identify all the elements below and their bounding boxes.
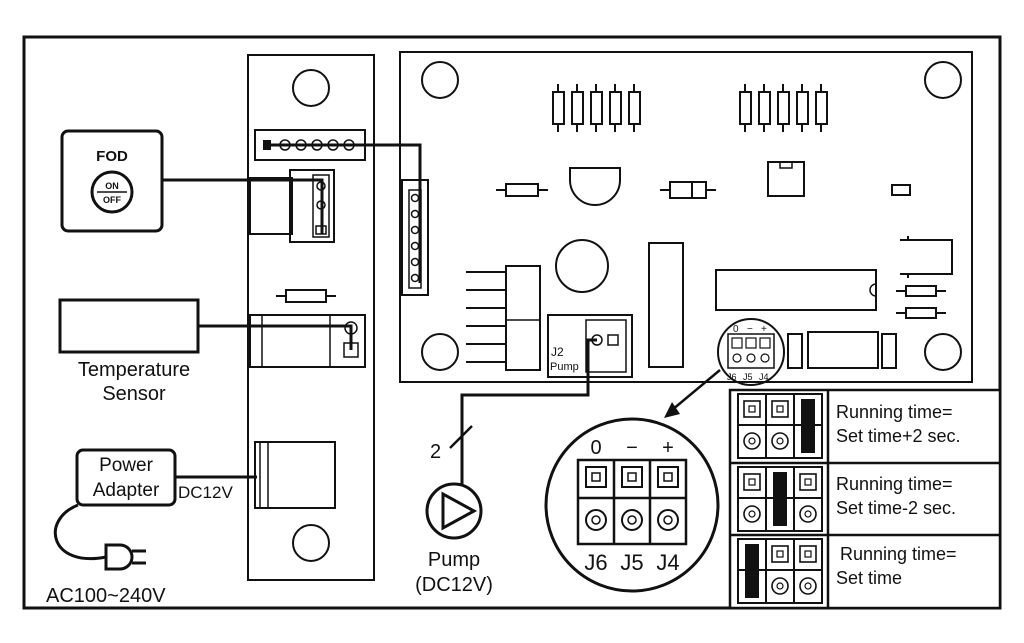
setting-0-line1: Running time=	[836, 402, 953, 422]
jumper-setting-0	[737, 393, 823, 459]
strip-to-board-wire	[267, 143, 422, 283]
terminal-strip	[247, 54, 375, 581]
fod-off-label: OFF	[103, 195, 121, 205]
jumper-zoom: 0 − + J6 J5 J4	[544, 417, 720, 593]
board-label-j6: J6	[727, 372, 737, 382]
settings-table: Running time= Set time+2 sec. Running ti…	[728, 388, 1002, 610]
sensor-label-line1: Temperature	[78, 359, 190, 381]
setting-2-line1: Running time=	[840, 544, 957, 564]
pump-label: Pump	[428, 549, 480, 571]
fod-wire	[162, 178, 324, 234]
zoom-header-j4: +	[662, 437, 674, 459]
setting-0-line2: Set time+2 sec.	[836, 426, 961, 446]
adapter-input-label: AC100~240V	[46, 585, 166, 607]
pump-wire-count: 2	[430, 441, 441, 463]
sensor-wire	[198, 324, 353, 350]
j2-label: J2	[551, 345, 564, 359]
jumper-cap-1	[773, 472, 787, 526]
fod-switch: FOD ON OFF	[60, 129, 164, 233]
adapter-label-line2: Adapter	[93, 480, 160, 501]
wiring	[53, 143, 597, 561]
fod-title: FOD	[96, 148, 128, 165]
board-jumper-highlight	[717, 318, 785, 386]
board-label-j5: J5	[743, 372, 753, 382]
zoom-label-j5: J5	[620, 550, 643, 575]
resistor-array-right	[739, 84, 828, 132]
adapter-label-line1: Power	[99, 455, 154, 476]
board-jumper-block: 0 − + J6 J5 J4	[727, 324, 775, 382]
jumper-cap-0	[801, 399, 815, 453]
main-board: J2 Pump 0 − + J6 J5 J4	[399, 51, 973, 383]
setting-2-line2: Set time	[836, 568, 902, 588]
jumper-setting-1	[737, 466, 823, 532]
zoom-arrow	[671, 369, 721, 411]
resistor-array-left	[552, 84, 641, 132]
pump-wire	[460, 338, 597, 484]
board-header-j5: −	[747, 324, 753, 335]
jumper-setting-2	[737, 538, 823, 604]
board-header-j6: 0	[733, 324, 739, 335]
zoom-header-j6: 0	[590, 437, 601, 459]
sensor-label-line2: Sensor	[102, 383, 166, 405]
fod-on-label: ON	[105, 181, 119, 191]
j2-sub-label: Pump	[550, 361, 579, 373]
board-header-j4: +	[761, 324, 767, 335]
wire-count-slash	[449, 425, 473, 449]
pump-spec: (DC12V)	[415, 574, 493, 596]
power-plug-icon	[104, 543, 146, 571]
setting-1-line2: Set time-2 sec.	[836, 498, 956, 518]
zoom-label-j4: J4	[656, 550, 679, 575]
board-label-j4: J4	[759, 372, 769, 382]
outer-frame	[22, 35, 1002, 610]
ac-cable	[53, 503, 107, 561]
setting-1-line1: Running time=	[836, 474, 953, 494]
zoom-arrow-head	[664, 402, 680, 418]
jumper-cap-2	[745, 544, 759, 598]
adapter-output-label: DC12V	[178, 483, 233, 502]
j2-pump-connector: J2 Pump	[547, 314, 633, 378]
temperature-sensor	[58, 298, 200, 354]
zoom-label-j6: J6	[584, 550, 607, 575]
zoom-header-j5: −	[626, 437, 638, 459]
pump-icon	[425, 482, 483, 540]
